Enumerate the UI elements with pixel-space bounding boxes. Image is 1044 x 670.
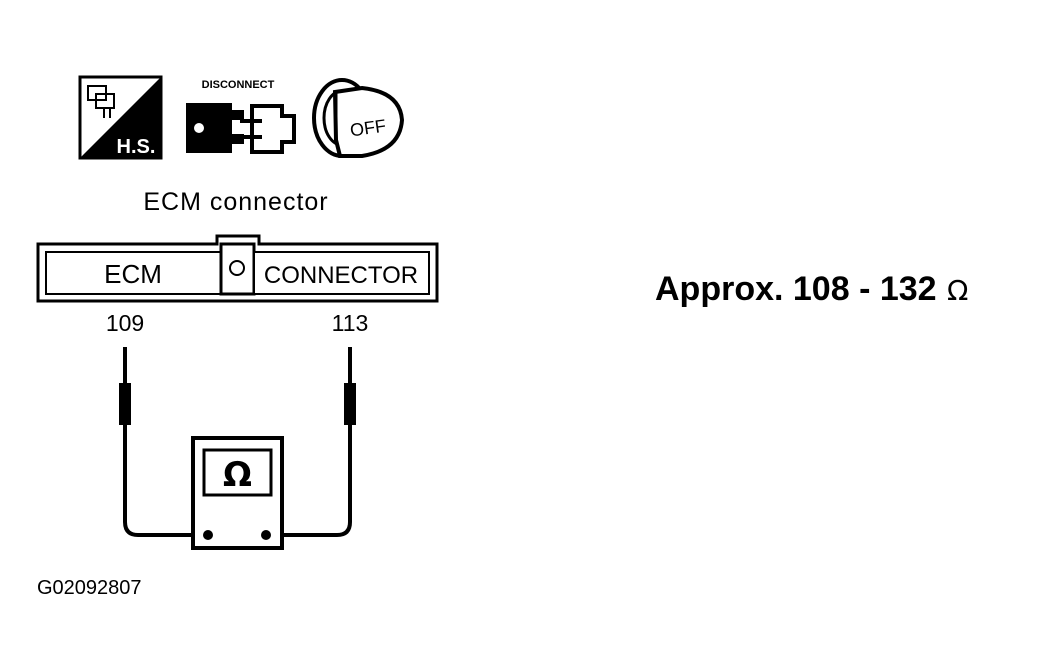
- pin-label-left: 109: [106, 310, 144, 336]
- test-lead-right: [266, 347, 356, 537]
- ignition-key-off-icon: OFF: [312, 78, 405, 158]
- meter-terminal-right: [261, 530, 271, 540]
- resistance-spec-text: Approx. 108 - 132: [655, 270, 937, 308]
- resistance-spec: Approx. 108 - 132 Ω: [655, 270, 968, 308]
- resistance-spec-unit: Ω: [947, 274, 968, 307]
- pin-label-right: 113: [332, 310, 369, 336]
- ignition-off-label: OFF: [349, 116, 387, 141]
- connector-right-label: CONNECTOR: [264, 262, 418, 289]
- harness-side-icon: H.S.: [78, 75, 163, 160]
- meter-terminal-left: [203, 530, 213, 540]
- connector-left-label: ECM: [104, 259, 162, 289]
- meter-symbol: Ω: [223, 455, 252, 495]
- disconnect-icon: DISCONNECT: [186, 79, 296, 154]
- disconnect-label: DISCONNECT: [202, 79, 275, 91]
- figure-id: G02092807: [37, 577, 142, 599]
- ecm-connector: ECM CONNECTOR: [36, 234, 439, 303]
- hs-label: H.S.: [117, 136, 156, 158]
- ohmmeter-icon: Ω: [191, 436, 284, 550]
- connector-title: ECM connector: [143, 188, 328, 216]
- connector-lock-circle: [229, 260, 245, 276]
- test-lead-left: [119, 347, 208, 537]
